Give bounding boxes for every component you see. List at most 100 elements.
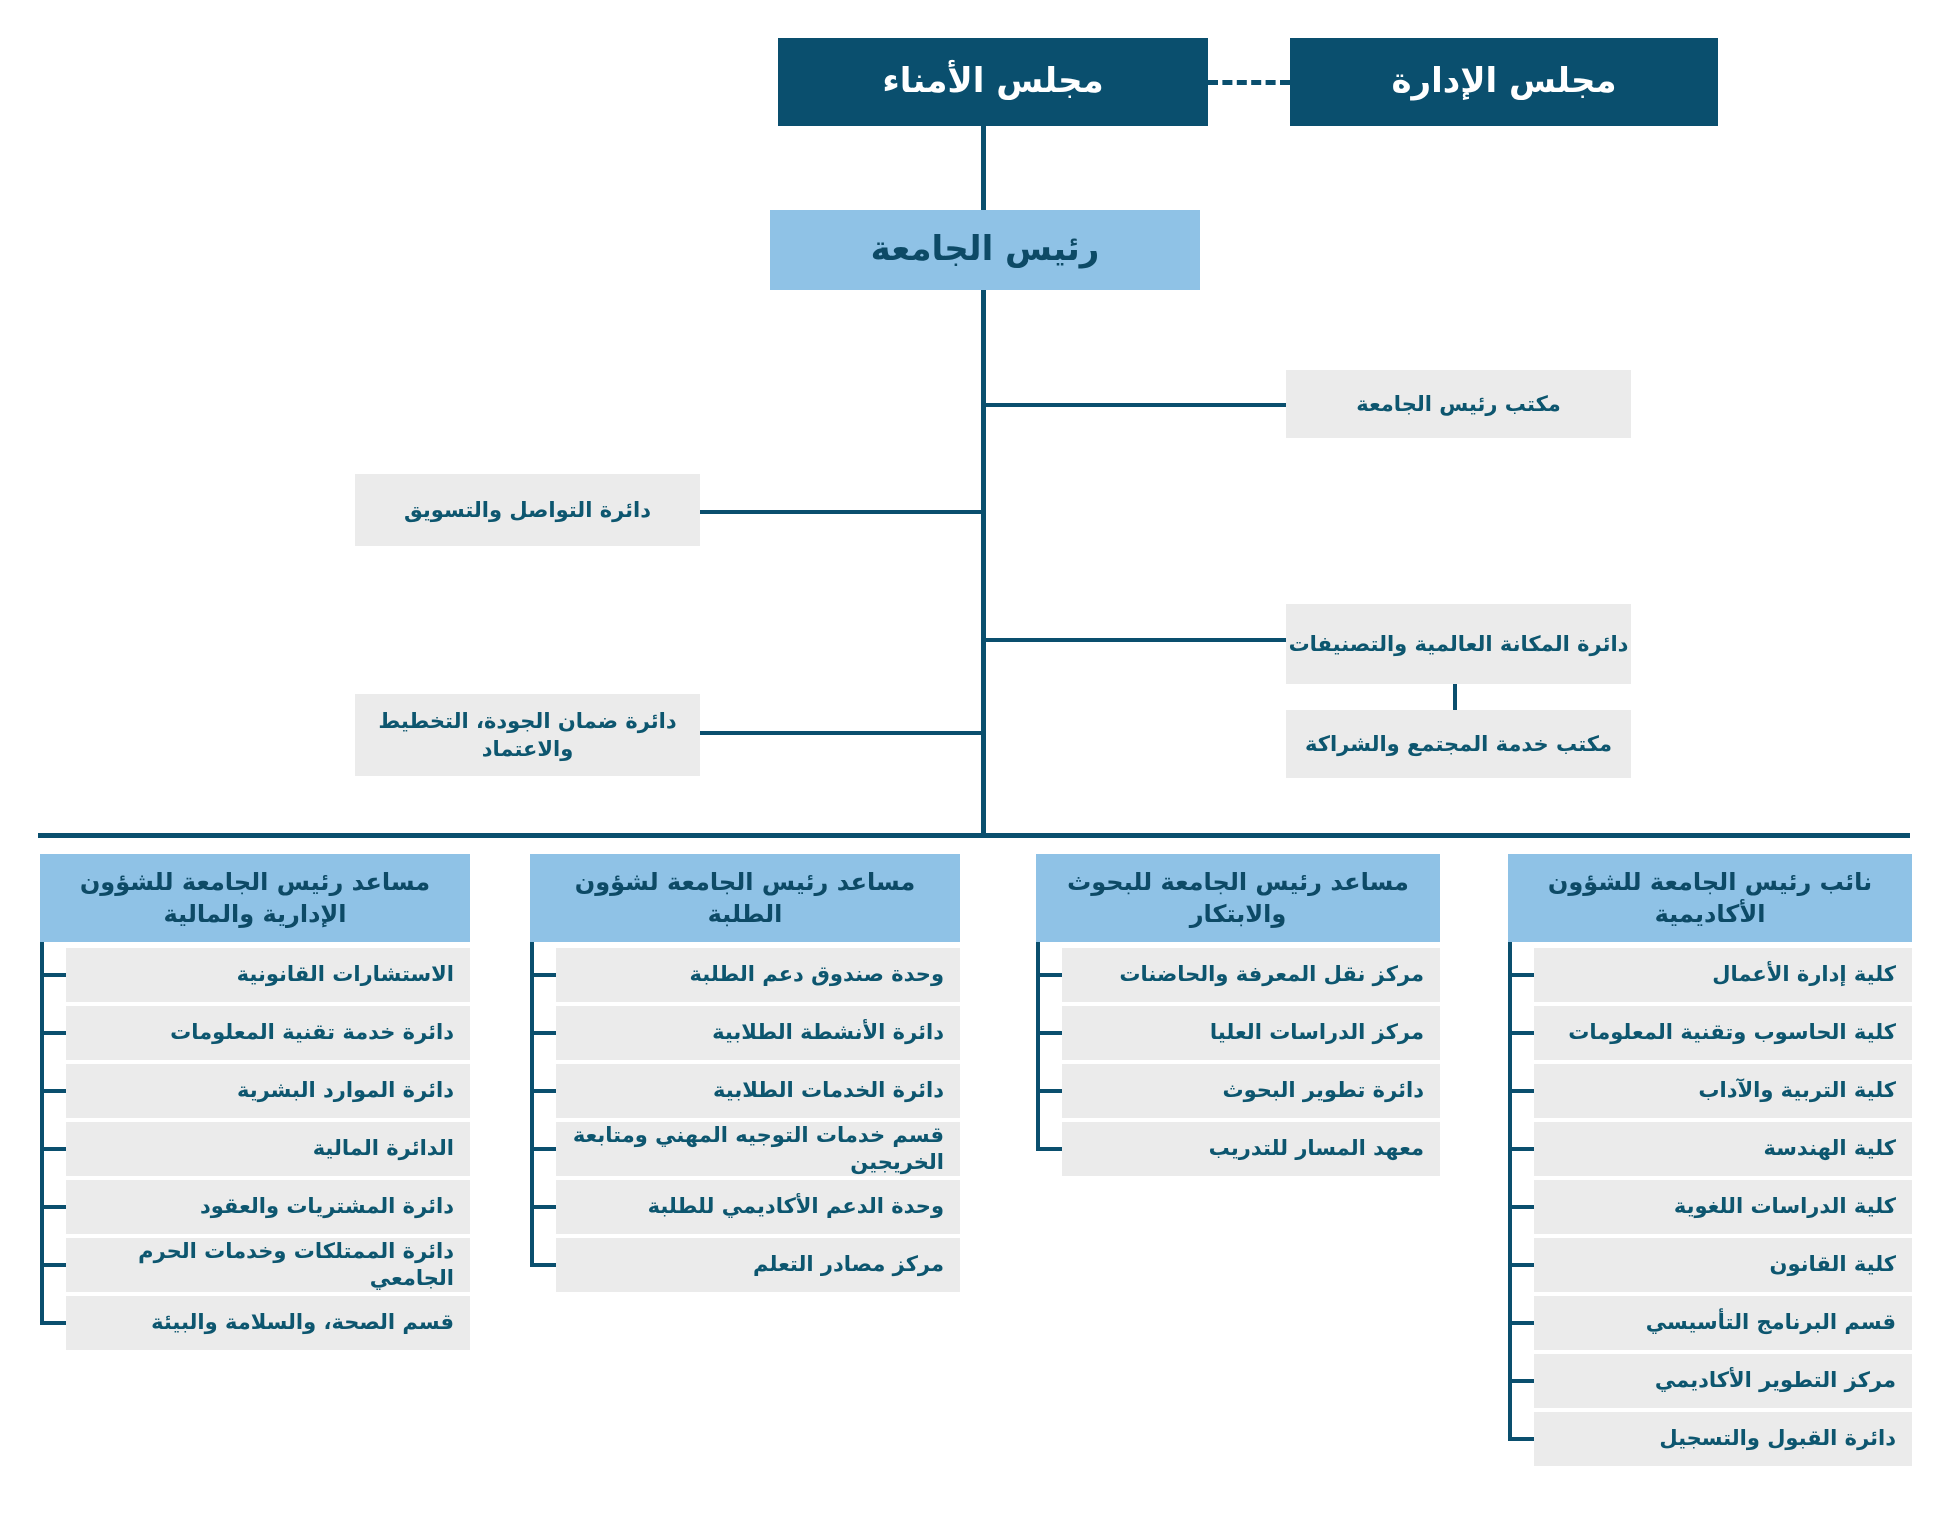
node-board-of-directors[interactable]: مجلس الإدارة — [1290, 38, 1718, 126]
node-president-label: رئيس الجامعة — [870, 229, 1100, 270]
connector-office-4-drop — [1453, 684, 1457, 710]
node-global-standing-rankings-label: دائرة المكانة العالمية والتصنيفات — [1288, 631, 1629, 656]
column-academic-item-label: دائرة القبول والتسجيل — [1659, 1426, 1896, 1451]
column-admin-finance-header-label: مساعد رئيس الجامعة للشؤون الإدارية والما… — [79, 867, 431, 928]
column-academic-item[interactable]: كلية الهندسة — [1534, 1122, 1912, 1176]
column-admin-finance-item-connector — [40, 973, 66, 977]
column-academic-item-connector — [1508, 1031, 1534, 1035]
column-academic-item-connector — [1508, 1379, 1534, 1383]
connector-office-1 — [981, 403, 1286, 407]
node-community-service-partnership-label: مكتب خدمة المجتمع والشراكة — [1305, 731, 1612, 756]
column-research-item-connector — [1036, 1031, 1062, 1035]
column-academic-item-label: مركز التطوير الأكاديمي — [1654, 1368, 1896, 1393]
column-academic-item[interactable]: كلية إدارة الأعمال — [1534, 948, 1912, 1002]
column-research-item-label: مركز نقل المعرفة والحاضنات — [1119, 962, 1424, 987]
column-academic-item[interactable]: دائرة القبول والتسجيل — [1534, 1412, 1912, 1466]
column-academic-item-connector — [1508, 1089, 1534, 1093]
node-board-of-trustees-label: مجلس الأمناء — [882, 61, 1104, 102]
column-academic-item-label: كلية الحاسوب وتقنية المعلومات — [1568, 1020, 1896, 1045]
column-research-item[interactable]: دائرة تطوير البحوث — [1062, 1064, 1440, 1118]
column-admin-finance: مساعد رئيس الجامعة للشؤون الإدارية والما… — [40, 854, 470, 1354]
column-admin-finance-item-label: دائرة الموارد البشرية — [236, 1078, 454, 1103]
node-communication-marketing[interactable]: دائرة التواصل والتسويق — [355, 474, 700, 546]
column-student-affairs-item[interactable]: مركز مصادر التعلم — [556, 1238, 960, 1292]
node-quality-planning-accreditation-label: دائرة ضمان الجودة، التخطيط والاعتماد — [378, 708, 677, 761]
node-communication-marketing-label: دائرة التواصل والتسويق — [403, 497, 652, 522]
column-student-affairs-item-connector — [530, 1205, 556, 1209]
column-admin-finance-item-connector — [40, 1321, 66, 1325]
column-student-affairs-item[interactable]: وحدة صندوق دعم الطلبة — [556, 948, 960, 1002]
column-research-item[interactable]: معهد المسار للتدريب — [1062, 1122, 1440, 1176]
column-student-affairs-item[interactable]: دائرة الأنشطة الطلابية — [556, 1006, 960, 1060]
column-student-affairs-item-label: وحدة صندوق دعم الطلبة — [689, 962, 944, 987]
column-research-item-connector — [1036, 973, 1062, 977]
column-research: مساعد رئيس الجامعة للبحوث والابتكار مركز… — [1036, 854, 1440, 1180]
column-student-affairs-item-connector — [530, 1263, 556, 1267]
column-student-affairs-header[interactable]: مساعد رئيس الجامعة لشؤون الطلبة — [530, 854, 960, 942]
column-research-spine — [1036, 942, 1040, 1151]
column-admin-finance-item-label: دائرة خدمة تقنية المعلومات — [170, 1020, 454, 1045]
column-admin-finance-item[interactable]: دائرة الموارد البشرية — [66, 1064, 470, 1118]
column-academic-item-label: كلية القانون — [1769, 1252, 1896, 1277]
node-president[interactable]: رئيس الجامعة — [770, 210, 1200, 290]
column-research-item[interactable]: مركز الدراسات العليا — [1062, 1006, 1440, 1060]
column-student-affairs-header-label: مساعد رئيس الجامعة لشؤون الطلبة — [574, 867, 916, 928]
column-admin-finance-spine — [40, 942, 44, 1325]
column-academic-item[interactable]: كلية التربية والآداب — [1534, 1064, 1912, 1118]
column-academic-item[interactable]: كلية القانون — [1534, 1238, 1912, 1292]
column-research-item-label: مركز الدراسات العليا — [1209, 1020, 1424, 1045]
column-admin-finance-item-label: قسم الصحة، والسلامة والبيئة — [151, 1310, 454, 1335]
connector-office-5 — [700, 731, 985, 735]
column-academic-item-connector — [1508, 973, 1534, 977]
column-admin-finance-header[interactable]: مساعد رئيس الجامعة للشؤون الإدارية والما… — [40, 854, 470, 942]
column-student-affairs-item-label: وحدة الدعم الأكاديمي للطلبة — [647, 1194, 944, 1219]
node-quality-planning-accreditation[interactable]: دائرة ضمان الجودة، التخطيط والاعتماد — [355, 694, 700, 776]
node-office-president-label: مكتب رئيس الجامعة — [1356, 391, 1561, 416]
column-academic-item-connector — [1508, 1263, 1534, 1267]
president-spine — [981, 290, 986, 835]
node-office-president[interactable]: مكتب رئيس الجامعة — [1286, 370, 1631, 438]
column-admin-finance-item-label: دائرة المشتريات والعقود — [199, 1194, 454, 1219]
column-admin-finance-item-connector — [40, 1031, 66, 1035]
column-admin-finance-item[interactable]: الاستشارات القانونية — [66, 948, 470, 1002]
column-academic-item-connector — [1508, 1321, 1534, 1325]
column-student-affairs-spine — [530, 942, 534, 1267]
column-academic-item[interactable]: قسم البرنامج التأسيسي — [1534, 1296, 1912, 1350]
column-admin-finance-item[interactable]: دائرة خدمة تقنية المعلومات — [66, 1006, 470, 1060]
column-student-affairs-item[interactable]: وحدة الدعم الأكاديمي للطلبة — [556, 1180, 960, 1234]
node-community-service-partnership[interactable]: مكتب خدمة المجتمع والشراكة — [1286, 710, 1631, 778]
column-academic-header[interactable]: نائب رئيس الجامعة للشؤون الأكاديمية — [1508, 854, 1912, 942]
column-research-items: مركز نقل المعرفة والحاضنات مركز الدراسات … — [1036, 942, 1440, 1176]
column-research-item[interactable]: مركز نقل المعرفة والحاضنات — [1062, 948, 1440, 1002]
column-student-affairs-item-label: مركز مصادر التعلم — [753, 1252, 944, 1277]
column-student-affairs-item[interactable]: قسم خدمات التوجيه المهني ومتابعة الخريجي… — [556, 1122, 960, 1176]
column-student-affairs-item[interactable]: دائرة الخدمات الطلابية — [556, 1064, 960, 1118]
column-research-header[interactable]: مساعد رئيس الجامعة للبحوث والابتكار — [1036, 854, 1440, 942]
column-admin-finance-item[interactable]: دائرة المشتريات والعقود — [66, 1180, 470, 1234]
connector-trustees-directors — [1208, 80, 1290, 85]
column-research-item-connector — [1036, 1147, 1062, 1151]
connector-trustees-president — [981, 126, 986, 215]
column-student-affairs-items: وحدة صندوق دعم الطلبة دائرة الأنشطة الطلا… — [530, 942, 960, 1292]
column-academic-item-label: كلية التربية والآداب — [1698, 1078, 1896, 1103]
column-admin-finance-item[interactable]: قسم الصحة، والسلامة والبيئة — [66, 1296, 470, 1350]
column-academic-item[interactable]: كلية الحاسوب وتقنية المعلومات — [1534, 1006, 1912, 1060]
column-admin-finance-item[interactable]: دائرة الممتلكات وخدمات الحرم الجامعي — [66, 1238, 470, 1292]
column-student-affairs-item-label: دائرة الخدمات الطلابية — [713, 1078, 944, 1103]
column-research-item-label: دائرة تطوير البحوث — [1222, 1078, 1424, 1103]
column-academic-item-label: كلية إدارة الأعمال — [1712, 962, 1896, 987]
column-academic-spine — [1508, 942, 1512, 1441]
connector-office-2 — [700, 510, 985, 514]
node-board-of-trustees[interactable]: مجلس الأمناء — [778, 38, 1208, 126]
node-global-standing-rankings[interactable]: دائرة المكانة العالمية والتصنيفات — [1286, 604, 1631, 684]
column-academic-item[interactable]: كلية الدراسات اللغوية — [1534, 1180, 1912, 1234]
column-academic-item-label: كلية الدراسات اللغوية — [1673, 1194, 1896, 1219]
column-research-item-connector — [1036, 1089, 1062, 1093]
column-admin-finance-item-label: الاستشارات القانونية — [236, 962, 454, 987]
column-academic-item[interactable]: مركز التطوير الأكاديمي — [1534, 1354, 1912, 1408]
column-academic-items: كلية إدارة الأعمال كلية الحاسوب وتقنية ال… — [1508, 942, 1912, 1466]
column-admin-finance-item[interactable]: الدائرة المالية — [66, 1122, 470, 1176]
column-student-affairs-item-label: دائرة الأنشطة الطلابية — [712, 1020, 944, 1045]
column-academic-item-connector — [1508, 1205, 1534, 1209]
